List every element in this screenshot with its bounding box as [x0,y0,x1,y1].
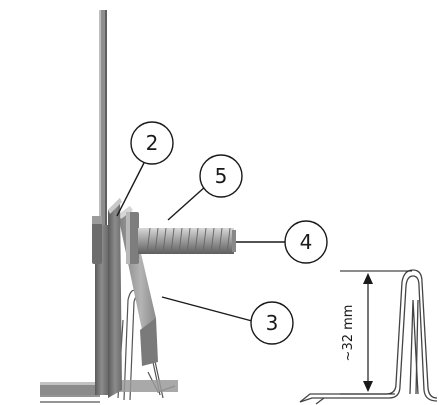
callout-2-label: 2 [146,131,159,155]
bolt [138,227,236,255]
callout-5-label: 5 [215,164,228,188]
vertical-panel [99,10,107,260]
base-bracket [40,225,178,395]
leader-2 [116,158,147,217]
callout-4: 4 [284,220,328,264]
callout-3: 3 [250,301,294,345]
nut-washer [92,212,139,264]
callout-2: 2 [130,121,174,165]
dimension-indicator: ~32 mm [340,270,412,395]
dimension-label: ~32 mm [341,305,356,362]
leader-lines [116,158,285,322]
profile-cross-section [299,269,438,405]
callout-5: 5 [199,154,243,198]
leader-3 [161,296,253,322]
leader-5 [167,185,207,221]
callout-4-label: 4 [300,230,313,254]
callout-3-label: 3 [266,311,279,335]
bracket-2 [108,198,122,398]
